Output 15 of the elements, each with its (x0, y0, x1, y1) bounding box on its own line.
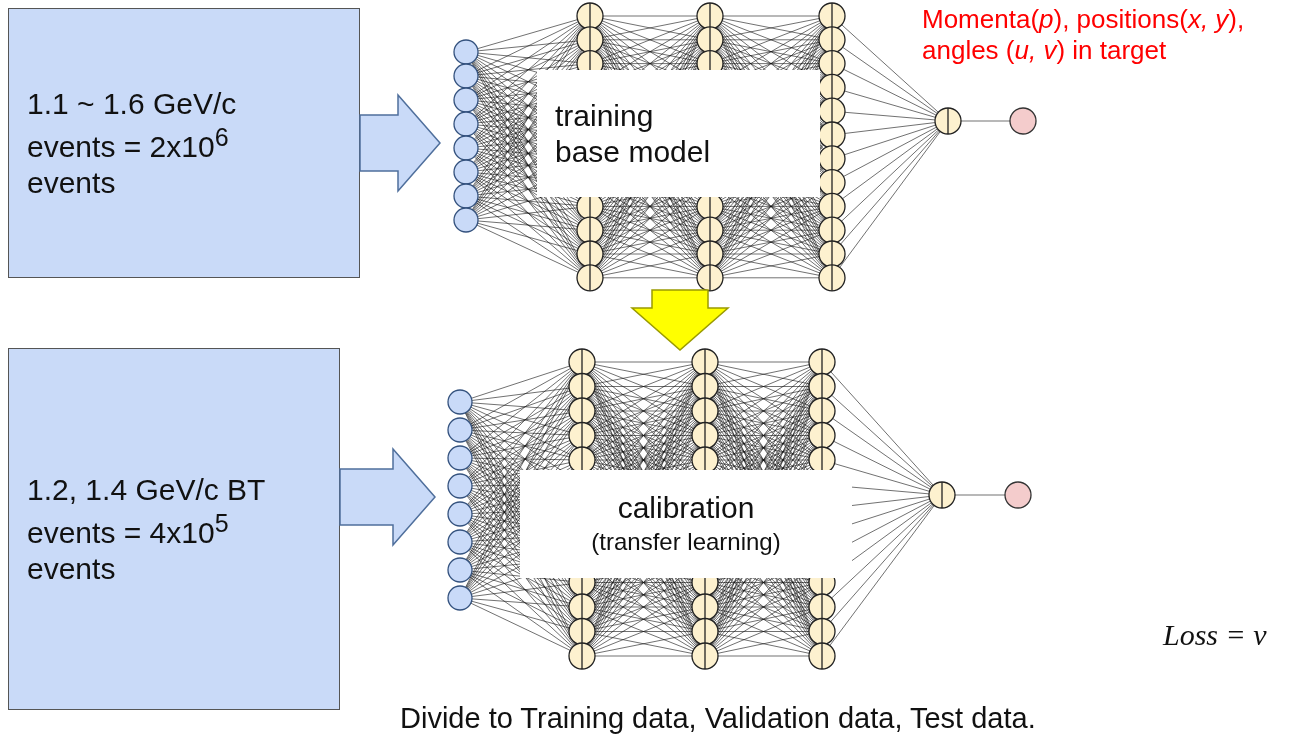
block-arrow (359, 93, 441, 193)
output-note: Momenta(p), positions(x, y), angles (u, v) in target (922, 4, 1246, 67)
block-arrow (630, 289, 730, 351)
caption: Divide to Training data, Validation data, Test data. (400, 702, 1036, 735)
stage-title: calibration (617, 490, 755, 527)
loss-formula: Loss = v (1163, 618, 1267, 652)
stage-label-box (537, 70, 820, 197)
input-data-box (8, 348, 340, 710)
input-data-box (8, 8, 360, 278)
block-arrow (339, 447, 436, 547)
stage-label-box (520, 470, 852, 578)
stage-subtitle: (transfer learning) (591, 527, 781, 558)
stage-title: training base model (555, 97, 712, 170)
data-description: 1.2, 1.4 GeV/c BT events = 4x10$^{5}$ events (27, 471, 266, 587)
data-description: 1.1 ~ 1.6 GeV/c events = 2x10$^{6}$ events (27, 85, 238, 201)
